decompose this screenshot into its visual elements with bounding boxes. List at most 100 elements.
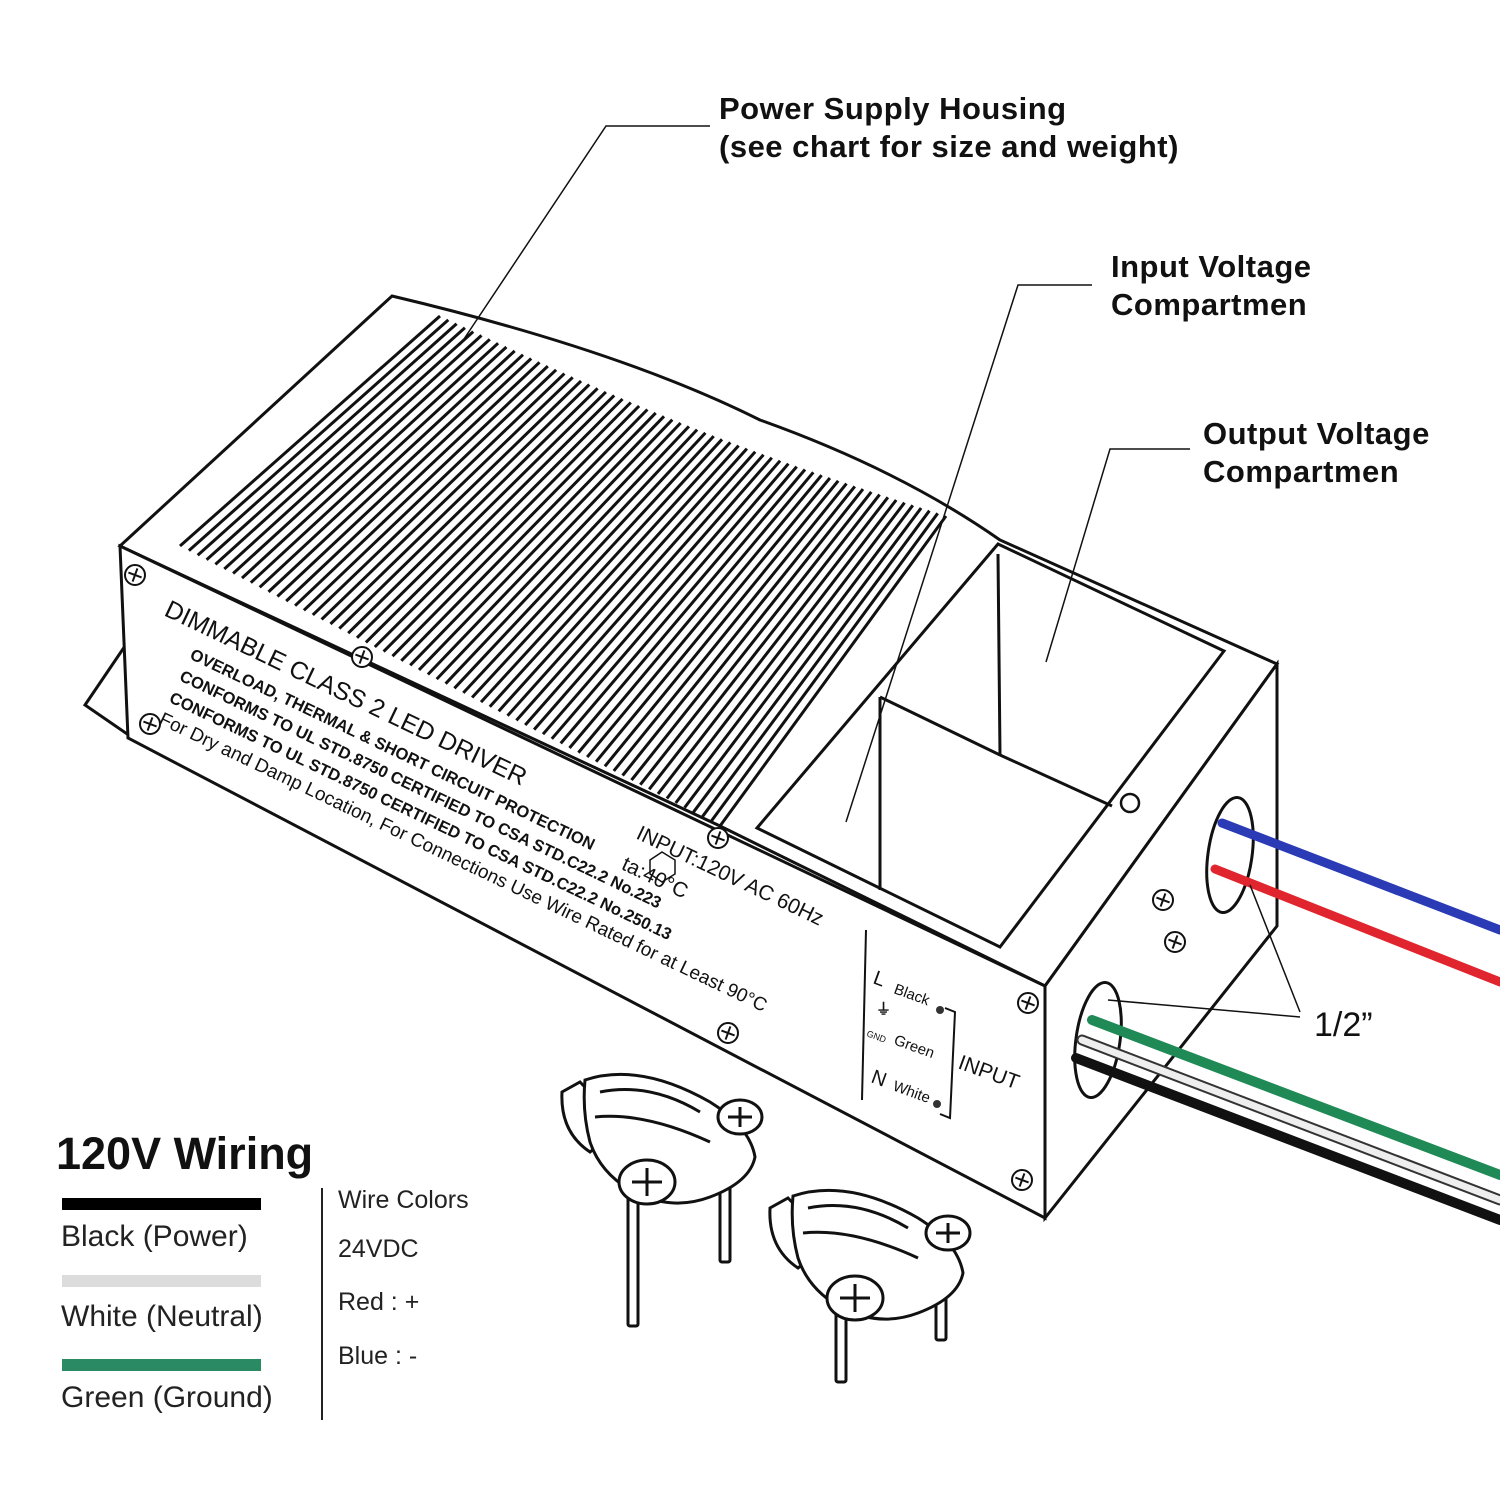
heat-sink-fin <box>214 330 475 566</box>
heat-sink-fin <box>444 425 690 685</box>
heat-sink-fin <box>400 408 649 662</box>
legend-label: Black (Power) <box>61 1220 248 1253</box>
heat-sink-fins <box>179 314 948 827</box>
output-wires <box>1210 818 1500 987</box>
screw-icon <box>717 1022 739 1044</box>
heat-sink-fin <box>276 357 533 598</box>
heat-sink-fin <box>577 471 815 754</box>
heat-sink-fin <box>329 379 583 626</box>
heat-sink-fin <box>674 501 906 804</box>
compartment-opening <box>754 542 1227 949</box>
legend-label: White (Neutral) <box>61 1300 263 1333</box>
heat-sink-fin <box>470 435 715 699</box>
heat-sink-fin <box>683 504 914 809</box>
heat-sink-fin <box>391 404 641 658</box>
compartment-inner-wall <box>878 553 1113 890</box>
heat-sink-fin <box>524 453 765 726</box>
heat-sink-fin <box>453 428 699 690</box>
screw-icon <box>1011 1169 1033 1191</box>
heat-sink-fin <box>621 485 856 777</box>
callout-line: Input Voltage <box>1111 249 1312 284</box>
terminal-screw-icon <box>933 1100 941 1108</box>
input-wire-power <box>1071 1053 1500 1225</box>
heat-sink-fin <box>179 314 441 548</box>
heat-sink-fin <box>639 490 873 786</box>
wire-colors-heading: Wire Colors <box>338 1186 469 1214</box>
heat-sink-fin <box>196 322 458 557</box>
screw-icon <box>139 713 161 735</box>
wire-colors-positive: Red : + <box>338 1288 420 1316</box>
heat-sink-fin <box>506 447 749 717</box>
screw-icon <box>1017 992 1039 1014</box>
heat-sink-fin <box>249 345 508 584</box>
heat-sink-fin <box>285 361 541 603</box>
heat-sink-fin <box>541 459 782 736</box>
heat-sink-fin <box>426 418 674 676</box>
legend-swatch-white <box>62 1275 261 1287</box>
screw-icon <box>1152 889 1174 911</box>
screw-icon <box>707 827 729 849</box>
input-wires <box>1071 1015 1500 1225</box>
output-wire-negative <box>1217 818 1500 935</box>
terminal-letter: N <box>868 1066 889 1092</box>
heat-sink-fin <box>648 493 881 791</box>
heat-sink-fin <box>205 326 466 561</box>
wire-colors-negative: Blue : - <box>338 1342 418 1370</box>
screw-icon <box>351 646 373 668</box>
leader-input-compartment <box>845 284 1092 823</box>
legend-swatch-green <box>62 1359 261 1371</box>
heat-sink-fin <box>223 334 483 571</box>
screw-icon <box>124 564 146 586</box>
terminal-screw-icon <box>936 1006 944 1014</box>
heat-sink-fin <box>347 387 599 635</box>
heat-sink-fin <box>665 499 898 800</box>
leader-output-compartment <box>1045 448 1190 663</box>
heat-sink-fin <box>488 441 732 708</box>
certification-mark-icon <box>649 851 676 883</box>
heat-sink-fin <box>550 462 790 740</box>
knockout-size-label: 1/2” <box>1314 1006 1373 1044</box>
wire-colors-voltage: 24VDC <box>338 1235 419 1263</box>
heat-sink-fin <box>364 394 616 644</box>
output-compartment-callout: Output Voltage Compartmen <box>1203 415 1430 491</box>
heat-sink-fin <box>258 349 516 589</box>
heat-sink-fin <box>320 376 574 621</box>
leader-knockout-upper <box>1249 884 1301 1013</box>
callout-line: Output Voltage <box>1203 416 1430 451</box>
heat-sink-fin <box>568 468 807 749</box>
callout-line: Compartmen <box>1203 454 1400 489</box>
heat-sink-fin <box>311 372 566 616</box>
input-wire-neutral <box>1078 1036 1500 1204</box>
heat-sink-fin <box>338 383 591 630</box>
callout-line: Compartmen <box>1111 287 1308 322</box>
heat-sink-fin <box>630 488 865 782</box>
input-wire-ground <box>1087 1015 1500 1180</box>
heat-sink-fin <box>709 512 939 823</box>
heat-sink-fin <box>586 474 823 759</box>
heat-sink-fin <box>417 415 666 671</box>
heat-sink-fin <box>294 365 549 607</box>
heat-sink-fin <box>409 411 657 667</box>
legend-divider <box>321 1188 323 1420</box>
compartment-screw-hole <box>1119 792 1141 814</box>
legend-label: Green (Ground) <box>61 1381 273 1414</box>
wiring-legend-title: 120V Wiring <box>56 1128 314 1179</box>
housing-screws <box>124 564 1186 1191</box>
ground-symbol-icon: ⏚ <box>876 1001 891 1018</box>
heat-sink-fin <box>532 456 773 731</box>
heat-sink-fin <box>692 507 923 814</box>
callout-line: (see chart for size and weight) <box>719 129 1179 164</box>
heat-sink-fin <box>232 338 491 575</box>
heat-sink-fin <box>267 353 525 593</box>
heat-sink-fin <box>612 482 848 772</box>
heat-sink-fin <box>187 318 450 552</box>
heat-sink-fin <box>603 479 840 768</box>
housing-callout: Power Supply Housing (see chart for size… <box>719 90 1179 166</box>
leader-lines <box>459 125 1301 1018</box>
heat-sink-fin <box>594 477 832 763</box>
heat-sink-fin <box>656 496 890 795</box>
heat-sink-fin <box>435 421 682 681</box>
heat-sink-fin <box>718 515 948 827</box>
heat-sink-fin <box>479 438 724 704</box>
